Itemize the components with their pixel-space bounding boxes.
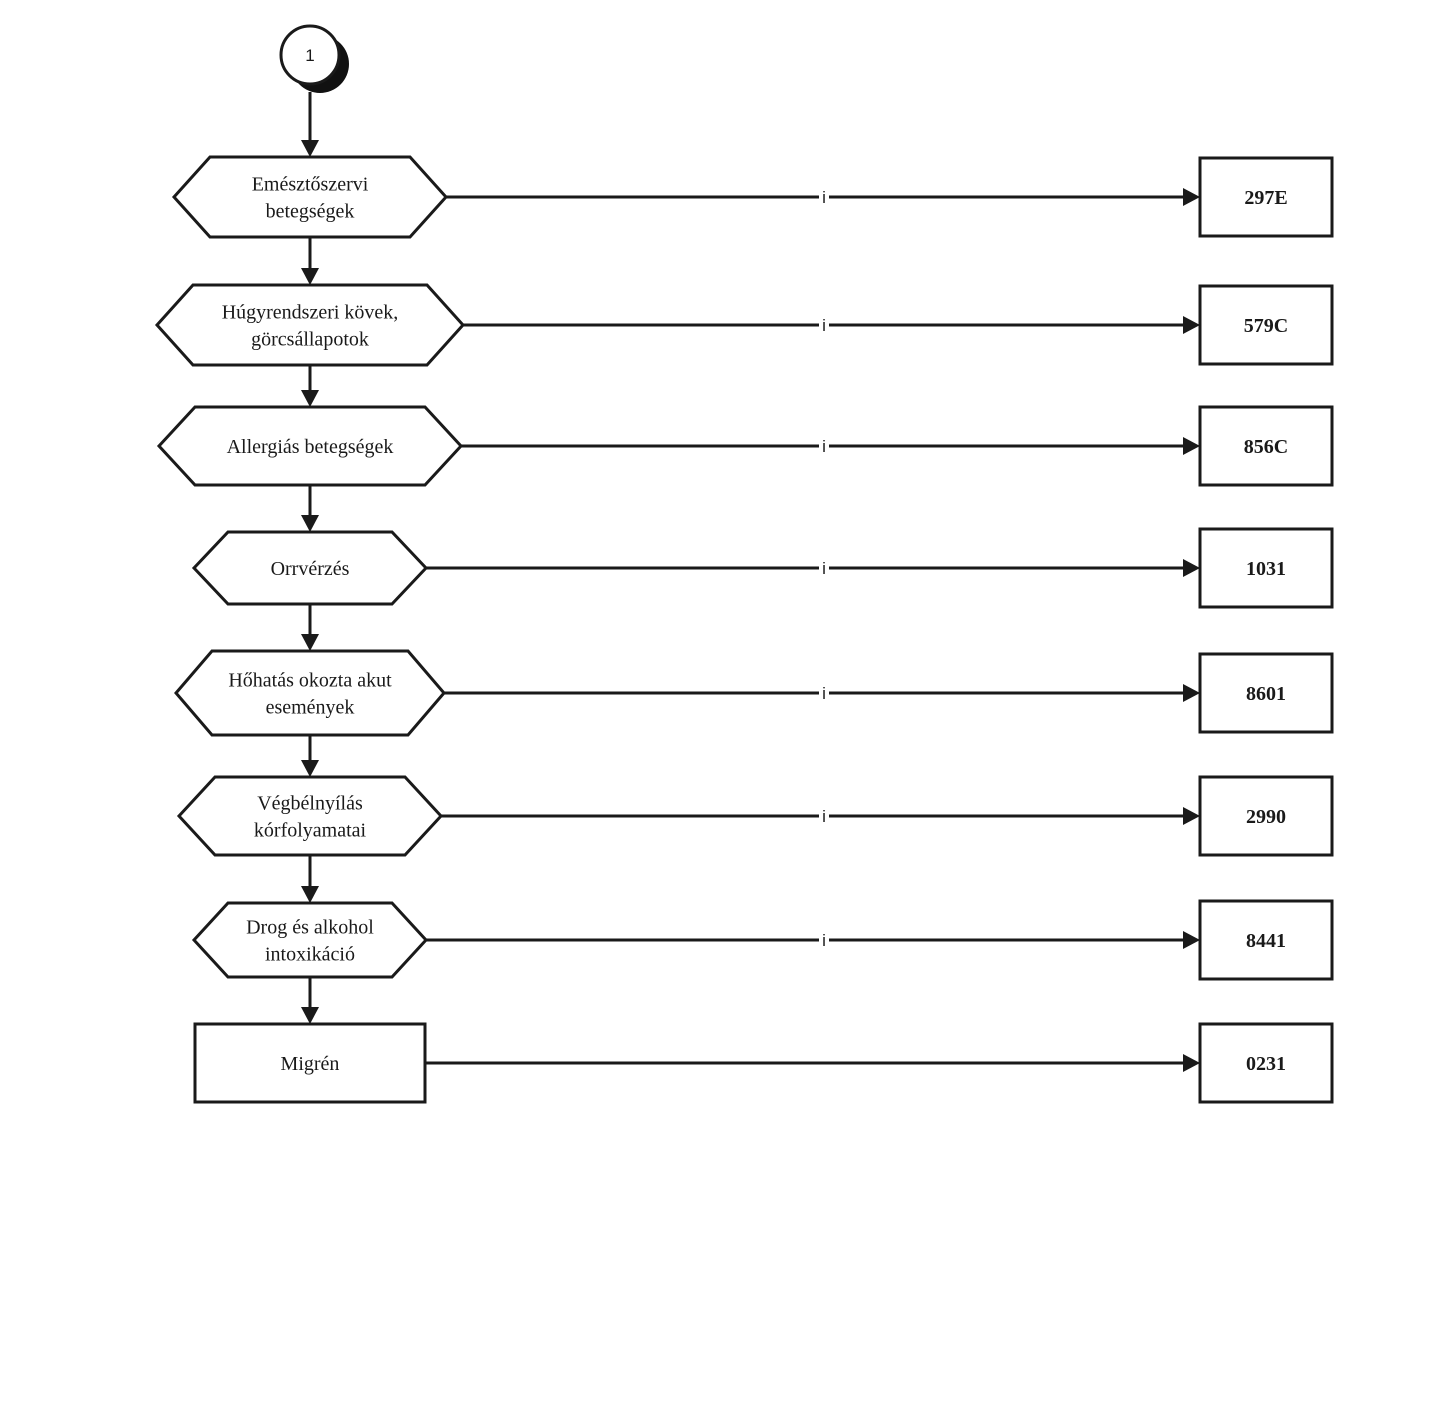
- code-label: 1031: [1246, 558, 1286, 580]
- code-label: 2990: [1246, 806, 1286, 828]
- code-box-7: 8441: [1198, 899, 1334, 981]
- code-box-6: 2990: [1198, 775, 1334, 857]
- decision-node-5: Hőhatás okozta akut események: [174, 649, 446, 737]
- decision-label-line: Húgyrendszeri kövek,: [222, 302, 399, 324]
- decision-label-line: események: [266, 697, 355, 719]
- connector-label: 1: [305, 46, 314, 65]
- branch-label-bg: [819, 313, 829, 335]
- decision-label-line: görcsállapotok: [251, 329, 369, 351]
- code-rect: [1198, 775, 1334, 857]
- branch-label-bg: [819, 681, 829, 703]
- code-label: 579C: [1244, 315, 1288, 337]
- decision-label-line: Drog és alkohol: [246, 917, 374, 939]
- arrowhead-to-code-3: [1183, 437, 1200, 455]
- branch-label: i: [822, 931, 826, 950]
- arrowhead-to-code-6: [1183, 807, 1200, 825]
- code-box-2: 579C: [1198, 284, 1334, 366]
- decision-hexagon: [176, 775, 444, 857]
- code-rect: [1198, 899, 1334, 981]
- arrowhead-down-3: [301, 515, 319, 532]
- arrowhead-down-2: [301, 390, 319, 407]
- code-box-8: 0231: [1198, 1022, 1334, 1104]
- decision-label-line: Emésztőszervi: [252, 174, 369, 196]
- connector-1: 1: [279, 24, 349, 93]
- decision-node-4: Orrvérzés: [191, 530, 429, 606]
- arrowhead-to-code-5: [1183, 684, 1200, 702]
- decision-hexagon: [191, 901, 429, 979]
- arrowhead-start: [301, 140, 319, 157]
- arrowhead-to-code-2: [1183, 316, 1200, 334]
- decision-hexagon: [154, 283, 466, 367]
- decision-label-line: Orrvérzés: [271, 558, 350, 580]
- decision-label-line: intoxikáció: [265, 944, 355, 966]
- code-box-1: 297E: [1198, 156, 1334, 238]
- connector-circle: [279, 24, 341, 86]
- terminal-rect: [193, 1022, 427, 1104]
- code-rect: [1198, 284, 1334, 366]
- arrowhead-down-4: [301, 634, 319, 651]
- arrowhead-down-5: [301, 760, 319, 777]
- decision-node-2: Húgyrendszeri kövek, görcsállapotok: [154, 283, 466, 367]
- code-rect: [1198, 405, 1334, 487]
- branch-label: i: [822, 559, 826, 578]
- arrowhead-to-code-1: [1183, 188, 1200, 206]
- branch-label: i: [822, 437, 826, 456]
- decision-hexagon: [156, 405, 464, 487]
- decision-node-7: Drog és alkohol intoxikáció: [191, 901, 429, 979]
- code-rect: [1198, 652, 1334, 734]
- branch-label: i: [822, 188, 826, 207]
- code-box-4: 1031: [1198, 527, 1334, 609]
- decision-hexagon: [174, 649, 446, 737]
- code-rect: [1198, 527, 1334, 609]
- decision-label-line: Hőhatás okozta akut: [228, 670, 392, 692]
- arrowhead-to-code-8: [1183, 1054, 1200, 1072]
- code-box-3: 856C: [1198, 405, 1334, 487]
- code-label: 0231: [1246, 1053, 1286, 1075]
- branch-label: i: [822, 807, 826, 826]
- code-box-5: 8601: [1198, 652, 1334, 734]
- decision-label-line: betegségek: [266, 201, 355, 223]
- decision-node-1: Emésztőszervi betegségek: [171, 155, 449, 239]
- code-rect: [1198, 156, 1334, 238]
- arrowhead-to-code-7: [1183, 931, 1200, 949]
- arrowhead-down-7: [301, 1007, 319, 1024]
- branch-label-bg: [819, 434, 829, 456]
- decision-node-8: Migrén: [193, 1022, 427, 1104]
- branch-label: i: [822, 316, 826, 335]
- code-label: 8601: [1246, 683, 1286, 705]
- code-label: 8441: [1246, 930, 1286, 952]
- branch-label-bg: [819, 804, 829, 826]
- decision-hexagon: [171, 155, 449, 239]
- arrowhead-down-1: [301, 268, 319, 285]
- arrowhead-to-code-4: [1183, 559, 1200, 577]
- decision-label-line: kórfolyamatai: [254, 820, 367, 842]
- branch-label: i: [822, 684, 826, 703]
- decision-label-line: Végbélnyílás: [257, 793, 363, 815]
- code-rect: [1198, 1022, 1334, 1104]
- code-label: 856C: [1244, 436, 1288, 458]
- decision-node-6: Végbélnyílás kórfolyamatai: [176, 775, 444, 857]
- branch-label-bg: [819, 185, 829, 207]
- decision-label-line: Allergiás betegségek: [227, 436, 394, 458]
- branch-label-bg: [819, 556, 829, 578]
- decision-node-3: Allergiás betegségek: [156, 405, 464, 487]
- branch-label-bg: [819, 928, 829, 950]
- decision-hexagon: [191, 530, 429, 606]
- edges-layer: i i i i i i i: [301, 92, 1200, 1072]
- code-label: 297E: [1244, 187, 1287, 209]
- arrowhead-down-6: [301, 886, 319, 903]
- decision-label-line: Migrén: [281, 1053, 340, 1075]
